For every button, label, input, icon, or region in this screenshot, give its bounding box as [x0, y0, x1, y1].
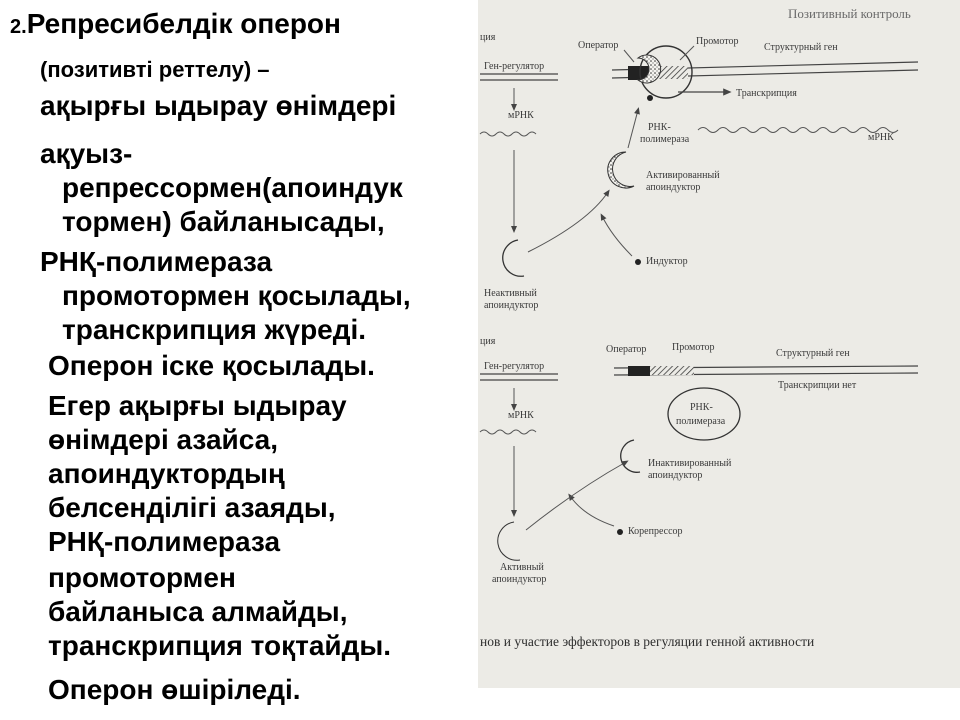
- mrna-label-left-top: мРНК: [508, 110, 534, 121]
- inactivated-label-1: Инактивированный: [648, 458, 732, 469]
- arrow-inducer: [600, 213, 633, 257]
- operon-diagram: Позитивный контроль ция Ген-регулятор Оп…: [479, 6, 919, 649]
- diagram-title: Позитивный контроль: [788, 6, 911, 21]
- rna-pol-label-top-1: РНК-: [648, 122, 671, 133]
- rna-pol-label-top-2: полимераза: [640, 134, 690, 145]
- apoinducer-on-operator: [636, 54, 662, 84]
- inducer-dot: [635, 259, 641, 265]
- mrna-label-right-top: мРНК: [868, 132, 894, 143]
- text-line-19: Оперон өшіріледі.: [48, 674, 301, 705]
- operator-segment-bottom: [628, 366, 650, 376]
- active-label-1: Активный: [500, 562, 544, 573]
- no-transcription-label: Транскрипции нет: [778, 380, 857, 391]
- activated-label-2: апоиндуктор: [646, 182, 700, 193]
- figure-caption: нов и участие эффекторов в регуляции ген…: [480, 634, 814, 649]
- diagram-scan: Позитивный контроль ция Ген-регулятор Оп…: [478, 0, 960, 688]
- arrow-inactivation: [525, 460, 629, 531]
- activated-apoinducer-shape: [607, 151, 635, 189]
- promoter-segment-bottom: [650, 366, 694, 375]
- text-line-12: өнімдері азайса,: [48, 424, 279, 455]
- corepressor-label: Корепрессор: [628, 526, 683, 537]
- rna-polymerase-bottom: [667, 387, 741, 441]
- edge-label-mid: ция: [480, 336, 496, 347]
- text-line-10: Оперон іске қосылады.: [48, 350, 375, 381]
- promoter-leader-top: [679, 45, 695, 61]
- inactivated-apoinducer-shape: [620, 439, 641, 473]
- heading: 2.Репресибелдік оперон: [10, 8, 341, 43]
- inducer-dot-top: [647, 95, 653, 101]
- regulator-gene-label-top: Ген-регулятор: [484, 61, 544, 72]
- edge-label-top: ция: [480, 32, 496, 43]
- text-line-3: ақырғы ыдырау өнімдері: [40, 90, 397, 121]
- text-line-11: Егер ақырғы ыдырау: [48, 390, 347, 421]
- promoter-label-top: Промотор: [696, 36, 738, 47]
- inactivated-label-2: апоиндуктор: [648, 470, 702, 481]
- activated-label-1: Активированный: [646, 170, 720, 181]
- arrow-corepressor: [568, 493, 615, 527]
- text-line-4: ақуыз-: [40, 138, 133, 169]
- structural-gene-label-bottom: Структурный ген: [776, 348, 850, 359]
- inactive-apoinducer-shape: [502, 239, 525, 277]
- heading-text: Репресибелдік оперон: [26, 8, 341, 39]
- promoter-label-bottom: Промотор: [672, 342, 714, 353]
- active-apoinducer-shape: [497, 521, 521, 561]
- operator-leader-top: [623, 49, 635, 63]
- rna-pol-label-bottom-1: РНК-: [690, 402, 713, 413]
- text-line-7: РНҚ-полимераза: [40, 246, 273, 277]
- operator-label-bottom: Оператор: [606, 344, 646, 355]
- heading-number: 2.: [10, 16, 27, 38]
- arrow-apoinducer-to-operator: [627, 107, 640, 149]
- operator-label-top: Оператор: [578, 40, 618, 51]
- inactive-label-1: Неактивный: [484, 288, 537, 299]
- text-line-18: транскрипция тоқтайды.: [48, 630, 392, 661]
- mrna-label-bottom: мРНК: [508, 410, 534, 421]
- text-line-16: промотормен: [48, 562, 236, 593]
- text-line-14: белсенділігі азаяды,: [48, 492, 336, 523]
- rna-pol-label-bottom-2: полимераза: [676, 416, 726, 427]
- text-line-8: промотормен қосылады,: [62, 280, 411, 311]
- text-line-9: транскрипция жүреді.: [62, 314, 367, 345]
- regulator-gene-label-bottom: Ген-регулятор: [484, 361, 544, 372]
- inactive-label-2: апоиндуктор: [484, 300, 538, 311]
- text-line-6: тормен) байланысады,: [62, 206, 385, 237]
- mrna-wave-right-top: [697, 127, 899, 133]
- active-label-2: апоиндуктор: [492, 574, 546, 585]
- rna-polymerase-top: [639, 45, 693, 99]
- text-line-15: РНҚ-полимераза: [48, 526, 281, 557]
- operator-segment-top: [628, 66, 650, 80]
- arrow-activation: [527, 189, 610, 253]
- structural-gene-label-top: Структурный ген: [764, 42, 838, 53]
- text-line-13: апоиндуктордың: [48, 458, 285, 489]
- mrna-wave-bottom: [479, 429, 537, 435]
- mrna-wave-left-top: [479, 131, 537, 137]
- text-line-17: байланыса алмайды,: [48, 596, 348, 627]
- text-line-5: репрессормен(апоиндук: [62, 172, 403, 203]
- corepressor-dot: [617, 529, 623, 535]
- text-line-2: (позитивті реттелу) –: [40, 57, 270, 82]
- inducer-label: Индуктор: [646, 256, 688, 267]
- text-panel: 2.Репресибелдік оперон (позитивті реттел…: [0, 0, 478, 720]
- transcription-label: Транскрипция: [736, 88, 797, 99]
